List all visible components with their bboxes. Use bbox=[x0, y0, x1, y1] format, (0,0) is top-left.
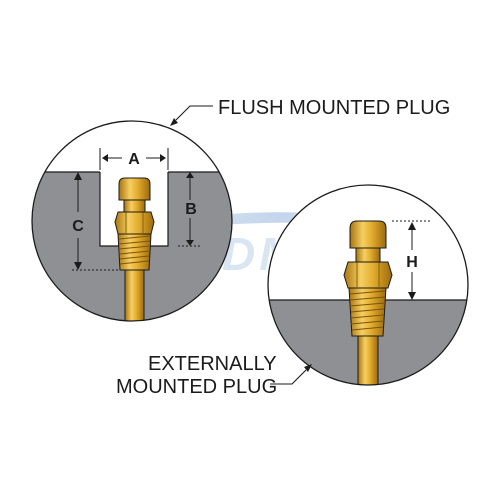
externally-mounted-view: H bbox=[267, 184, 469, 386]
external-detail-circle bbox=[267, 184, 469, 386]
dimension-c-label: C bbox=[72, 218, 84, 235]
externally-label-line1: EXTERNALLY bbox=[148, 353, 277, 375]
flush-detail-circle bbox=[31, 120, 233, 322]
flush-label-leader bbox=[170, 105, 213, 126]
dimension-c bbox=[72, 171, 118, 271]
dimension-h bbox=[392, 220, 432, 300]
dimension-b-label: B bbox=[185, 201, 197, 218]
dimension-a-label: A bbox=[128, 151, 140, 168]
flush-mounted-plug-label: FLUSH MOUNTED PLUG bbox=[218, 97, 450, 119]
external-label-leader bbox=[270, 364, 312, 385]
externally-label-line2: MOUNTED PLUG bbox=[116, 376, 277, 398]
flush-plug bbox=[114, 177, 155, 321]
dimension-a bbox=[99, 148, 169, 170]
flush-mounted-view: A B C bbox=[31, 120, 233, 322]
external-plug bbox=[343, 220, 393, 385]
dimension-h-label: H bbox=[406, 254, 418, 271]
dimension-b bbox=[178, 171, 202, 247]
